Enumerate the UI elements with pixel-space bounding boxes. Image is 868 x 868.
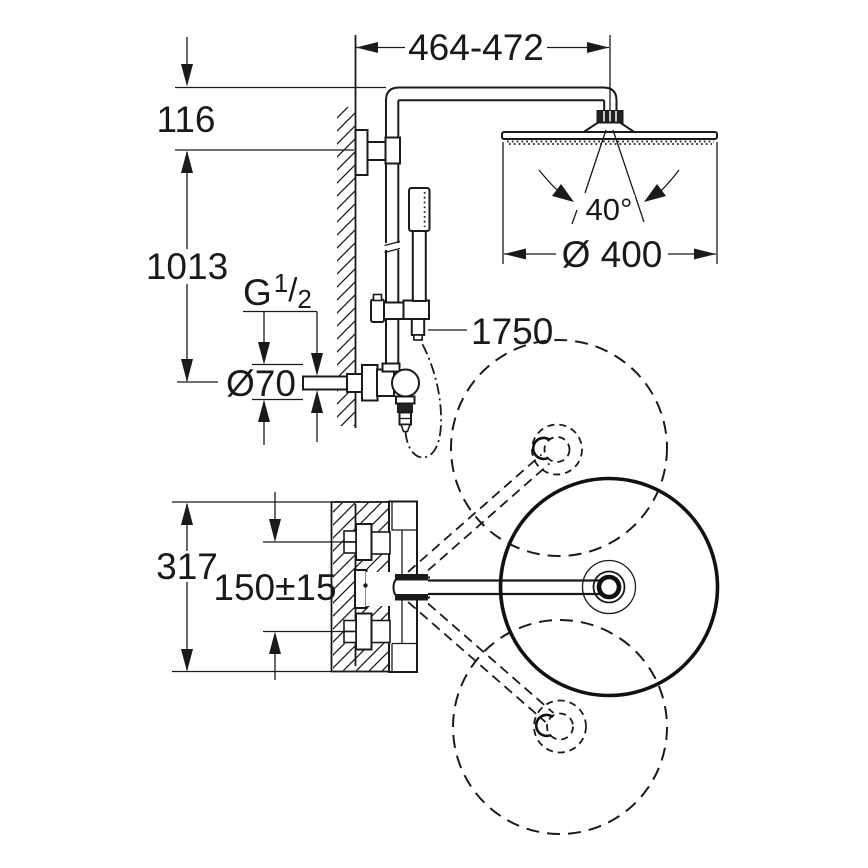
supply-flange-bottom	[355, 612, 373, 651]
shower-hose	[404, 340, 442, 459]
swivel-arm-down	[395, 590, 547, 723]
supply-flange-top	[355, 523, 373, 561]
arrow-icon	[552, 184, 574, 202]
wall-upper	[337, 35, 357, 428]
hub-core-arc	[531, 436, 551, 461]
head-position-lower	[452, 619, 668, 835]
swivel-arm-up	[395, 453, 543, 584]
hose-cone	[399, 423, 412, 433]
outlet-flat	[395, 395, 416, 405]
hub-ring-dashed	[543, 436, 571, 463]
label-mask	[584, 195, 635, 223]
shower-riser-assembly	[354, 86, 718, 364]
spray-angle-line-left-tail	[571, 209, 578, 225]
arrow-down-icon	[181, 359, 193, 382]
hub-core-arc	[534, 713, 554, 738]
dim-thread-label: G1/2	[243, 268, 312, 314]
riser-break-tick	[384, 240, 401, 247]
dim-trim-height-label: 317	[156, 546, 218, 587]
arrow-right-icon	[694, 248, 716, 260]
arm-clamp	[395, 594, 428, 601]
hand-shower-assembly	[370, 187, 431, 341]
dimension-labels: 464-472 116 1013 G1/2 Ø70 1750 40° Ø 400…	[146, 27, 663, 608]
hand-shower-head	[408, 187, 431, 232]
hand-shower-handle	[411, 230, 427, 302]
hub-core	[596, 574, 622, 600]
dim-supply-spacing-label: 150±15	[213, 567, 336, 608]
hub-ring-dashed	[533, 699, 587, 754]
wall-bracket-collar	[384, 136, 401, 165]
supply-union-top	[343, 530, 357, 543]
dim-escutcheon-label: Ø70	[226, 363, 296, 404]
swivel-arm-down	[403, 581, 555, 714]
arrow-up-icon	[269, 631, 281, 654]
arm-clamp	[395, 574, 428, 581]
arrow-left-icon	[504, 248, 526, 260]
hub-ring-dashed	[546, 712, 574, 741]
pivot-dot	[363, 583, 368, 588]
arrow-left-icon	[356, 42, 378, 53]
arrow-up-icon	[258, 399, 270, 422]
supply-step-bottom	[370, 619, 391, 644]
supply-connector	[346, 373, 364, 393]
slider-knob-tab	[372, 293, 383, 302]
escutcheon	[361, 364, 379, 402]
dim-head-diameter-label: Ø 400	[562, 234, 663, 275]
supply-union-top	[343, 541, 357, 554]
hose-outlet-taper	[412, 334, 423, 341]
mixer-valve	[302, 340, 442, 459]
thread-denominator: 2	[297, 284, 311, 314]
hand-shower-clamp	[402, 299, 430, 320]
arrow-down-icon	[181, 64, 193, 87]
outlet-knurl	[397, 403, 413, 413]
head-shower-plate	[501, 131, 718, 140]
supply-union-bottom	[343, 619, 357, 633]
supply-nipple	[302, 375, 348, 391]
wall-hatch	[337, 107, 355, 426]
riser-break-gap	[383, 244, 401, 251]
hub-ring	[581, 559, 637, 615]
arrow-right-icon	[587, 42, 609, 53]
diverter-ball	[391, 368, 420, 398]
arrow-icon	[644, 184, 666, 202]
wall-bracket-flange	[354, 129, 369, 176]
supply-union-bottom	[343, 630, 357, 644]
spray-angle-line-right	[612, 129, 645, 223]
socket-zone	[366, 572, 390, 606]
dim-hose-length-label: 1750	[471, 311, 553, 352]
shower-arm-outer	[385, 86, 618, 243]
arrow-down-icon	[258, 342, 270, 365]
head-position-upper	[450, 339, 668, 557]
dim-arm-reach-label: 464-472	[408, 27, 544, 68]
outlet-boss	[354, 569, 368, 609]
arrow-down-icon	[181, 649, 193, 672]
thread-letter: G	[243, 272, 272, 313]
head-position-current	[498, 476, 720, 698]
hub-ring-dashed	[531, 423, 583, 476]
hub-ring	[592, 570, 626, 604]
shower-arm-inner	[397, 99, 606, 243]
thread-slash: /	[288, 271, 298, 308]
dim-head-offset-label: 116	[157, 99, 216, 140]
riser-break-tick	[384, 247, 401, 254]
thread-numerator: 1	[274, 268, 288, 298]
slider-holder	[382, 301, 407, 320]
riser-collar	[381, 362, 401, 373]
arrow-down-icon	[311, 353, 323, 376]
swivel-positions	[392, 339, 720, 835]
spray-angle-line-left	[584, 129, 607, 194]
arrow-up-icon	[311, 390, 323, 413]
arrow-down-icon	[269, 519, 281, 542]
hose-outlet	[410, 318, 426, 336]
dim-spray-angle-label: 40°	[586, 192, 633, 227]
swivel-arm-up	[403, 462, 551, 593]
arrow-up-icon	[181, 502, 193, 525]
supply-step-top	[370, 531, 391, 555]
dim-riser-height-label: 1013	[146, 246, 228, 287]
trim-plate-steps	[391, 501, 417, 672]
slider-knob	[370, 298, 385, 323]
